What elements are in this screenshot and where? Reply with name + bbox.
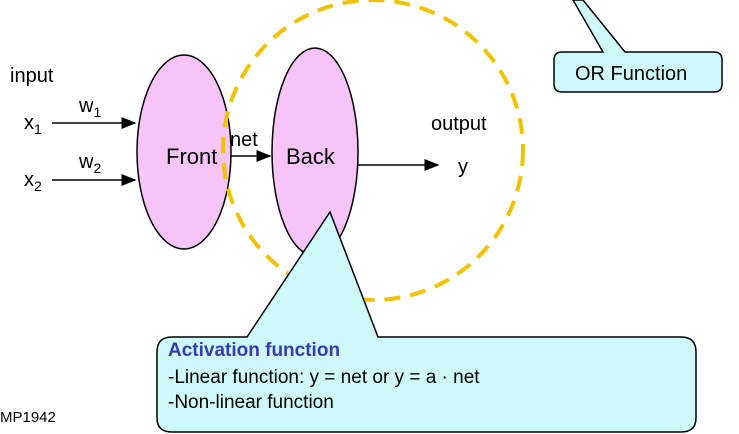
watermark-label: MP1942 [0, 409, 56, 426]
input-x1: x1 [24, 112, 42, 137]
input-x2: x2 [24, 169, 42, 194]
activation-callout [156, 210, 697, 433]
front-ellipse [136, 54, 232, 250]
front-label: Front [166, 144, 218, 169]
or-function-label: OR Function [575, 63, 688, 85]
linear-function-line: -Linear function: y = net or y = a · net [168, 367, 480, 388]
neuron-dashed-circle [221, 0, 525, 302]
activation-title: Activation function [168, 340, 341, 361]
or-function-callout [553, 0, 723, 93]
output-label: output [431, 113, 487, 135]
y-output-label: y [458, 156, 468, 178]
weight-w1: w1 [79, 95, 102, 120]
back-label: Back [286, 144, 335, 169]
input-label: input [10, 65, 54, 87]
nonlinear-function-line: -Non-linear function [168, 392, 334, 413]
net-label: net [230, 129, 258, 151]
weight-w2: w2 [79, 151, 102, 176]
activation-text: Activation function -Linear function: y … [168, 340, 668, 417]
